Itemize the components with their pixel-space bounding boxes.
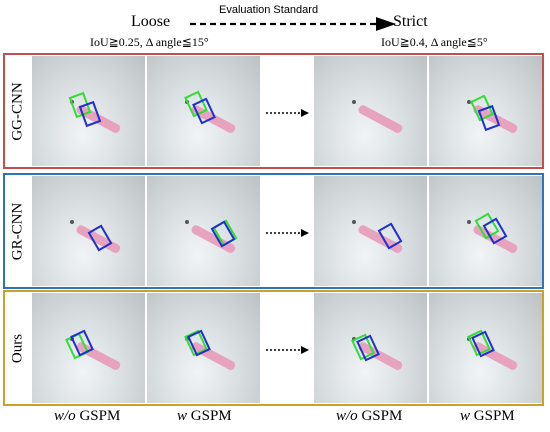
predicted-box (477, 104, 501, 132)
object-pen (191, 105, 236, 133)
panel-gr-cnn-loose-wo (32, 176, 145, 286)
loose-criteria: IoU≧0.25, Δ angle≦15° (90, 35, 209, 49)
column-label-wo-gspm-1: w/o GSPM (54, 408, 121, 424)
loose-label: Loose (131, 13, 171, 30)
predicted-box (377, 222, 403, 250)
panel-ours-strict-wo (314, 293, 427, 403)
panel-drawing (65, 329, 121, 370)
evaluation-arrow (190, 17, 396, 31)
row-label-gg-cnn: GG-CNN (9, 82, 26, 141)
panel-drawing (467, 212, 518, 253)
panel-drawing (351, 333, 403, 370)
ground-truth-box (470, 94, 494, 122)
panel-drawing (184, 329, 236, 370)
row-label-gr-cnn: GR-CNN (9, 202, 26, 261)
predicted-box (87, 224, 113, 252)
object-tip (352, 220, 356, 224)
panel-gr-cnn-strict-wo (314, 176, 427, 286)
ground-truth-box (351, 333, 375, 361)
predicted-box (70, 329, 94, 357)
gap (262, 56, 312, 166)
evaluation-standard-label: Evaluation Standard (219, 4, 319, 16)
panel-drawing (70, 220, 121, 253)
object-pen (358, 342, 403, 370)
object-pen (473, 225, 518, 253)
column-label-wo-gspm-2: w/o GSPM (336, 408, 403, 424)
column-label-w-gspm-2: w GSPM (460, 408, 515, 424)
object-pen (76, 225, 121, 253)
object-tip (352, 100, 356, 104)
predicted-box (78, 100, 102, 128)
panel-ours-loose-w (147, 293, 260, 403)
object-pen (76, 342, 121, 370)
panel-gr-cnn-strict-w (429, 176, 542, 286)
gg-cnn-group: GG-CNN (3, 53, 544, 169)
gap (262, 176, 312, 286)
panel-gg-cnn-loose-w (147, 56, 260, 166)
panel-gg-cnn-loose-wo (32, 56, 145, 166)
column-label-w-gspm-1: w GSPM (177, 408, 232, 424)
strict-criteria: IoU≧0.4, Δ angle≦5° (381, 35, 488, 49)
dashed-arrow-icon (266, 346, 309, 354)
panel-gg-cnn-strict-wo (314, 56, 427, 166)
predicted-box (192, 97, 216, 125)
object-pen (358, 105, 403, 133)
object-tip (185, 220, 189, 224)
predicted-box (210, 220, 236, 248)
ground-truth-box (474, 212, 500, 240)
ours-group: Ours (3, 290, 544, 406)
panel-drawing (467, 329, 518, 370)
panel-ours-loose-wo (32, 293, 145, 403)
object-pen (473, 105, 518, 133)
gap (262, 293, 312, 403)
panel-drawing (68, 91, 121, 133)
predicted-box (482, 217, 508, 245)
panel-drawing (184, 90, 236, 133)
gr-cnn-group: GR-CNN (3, 173, 544, 289)
object-pen (473, 342, 518, 370)
predicted-box (187, 329, 211, 357)
panel-gg-cnn-strict-w (429, 56, 542, 166)
object-tip (467, 100, 471, 104)
object-pen (191, 342, 236, 370)
dashed-arrow-icon (266, 229, 309, 237)
row-label-ours: Ours (9, 333, 26, 364)
panel-drawing (352, 100, 403, 133)
object-pen (358, 225, 403, 253)
panel-drawing (467, 94, 518, 133)
object-tip (70, 220, 74, 224)
predicted-box (471, 330, 495, 358)
strict-label: Strict (393, 13, 428, 30)
panel-drawing (352, 220, 403, 253)
panel-ours-strict-w (429, 293, 542, 403)
panel-gr-cnn-loose-w (147, 176, 260, 286)
object-tip (467, 220, 471, 224)
panel-drawing (185, 219, 238, 253)
dashed-arrow-icon (266, 109, 309, 117)
ground-truth-box (467, 329, 491, 357)
ground-truth-box (184, 329, 208, 357)
predicted-box (356, 334, 380, 362)
